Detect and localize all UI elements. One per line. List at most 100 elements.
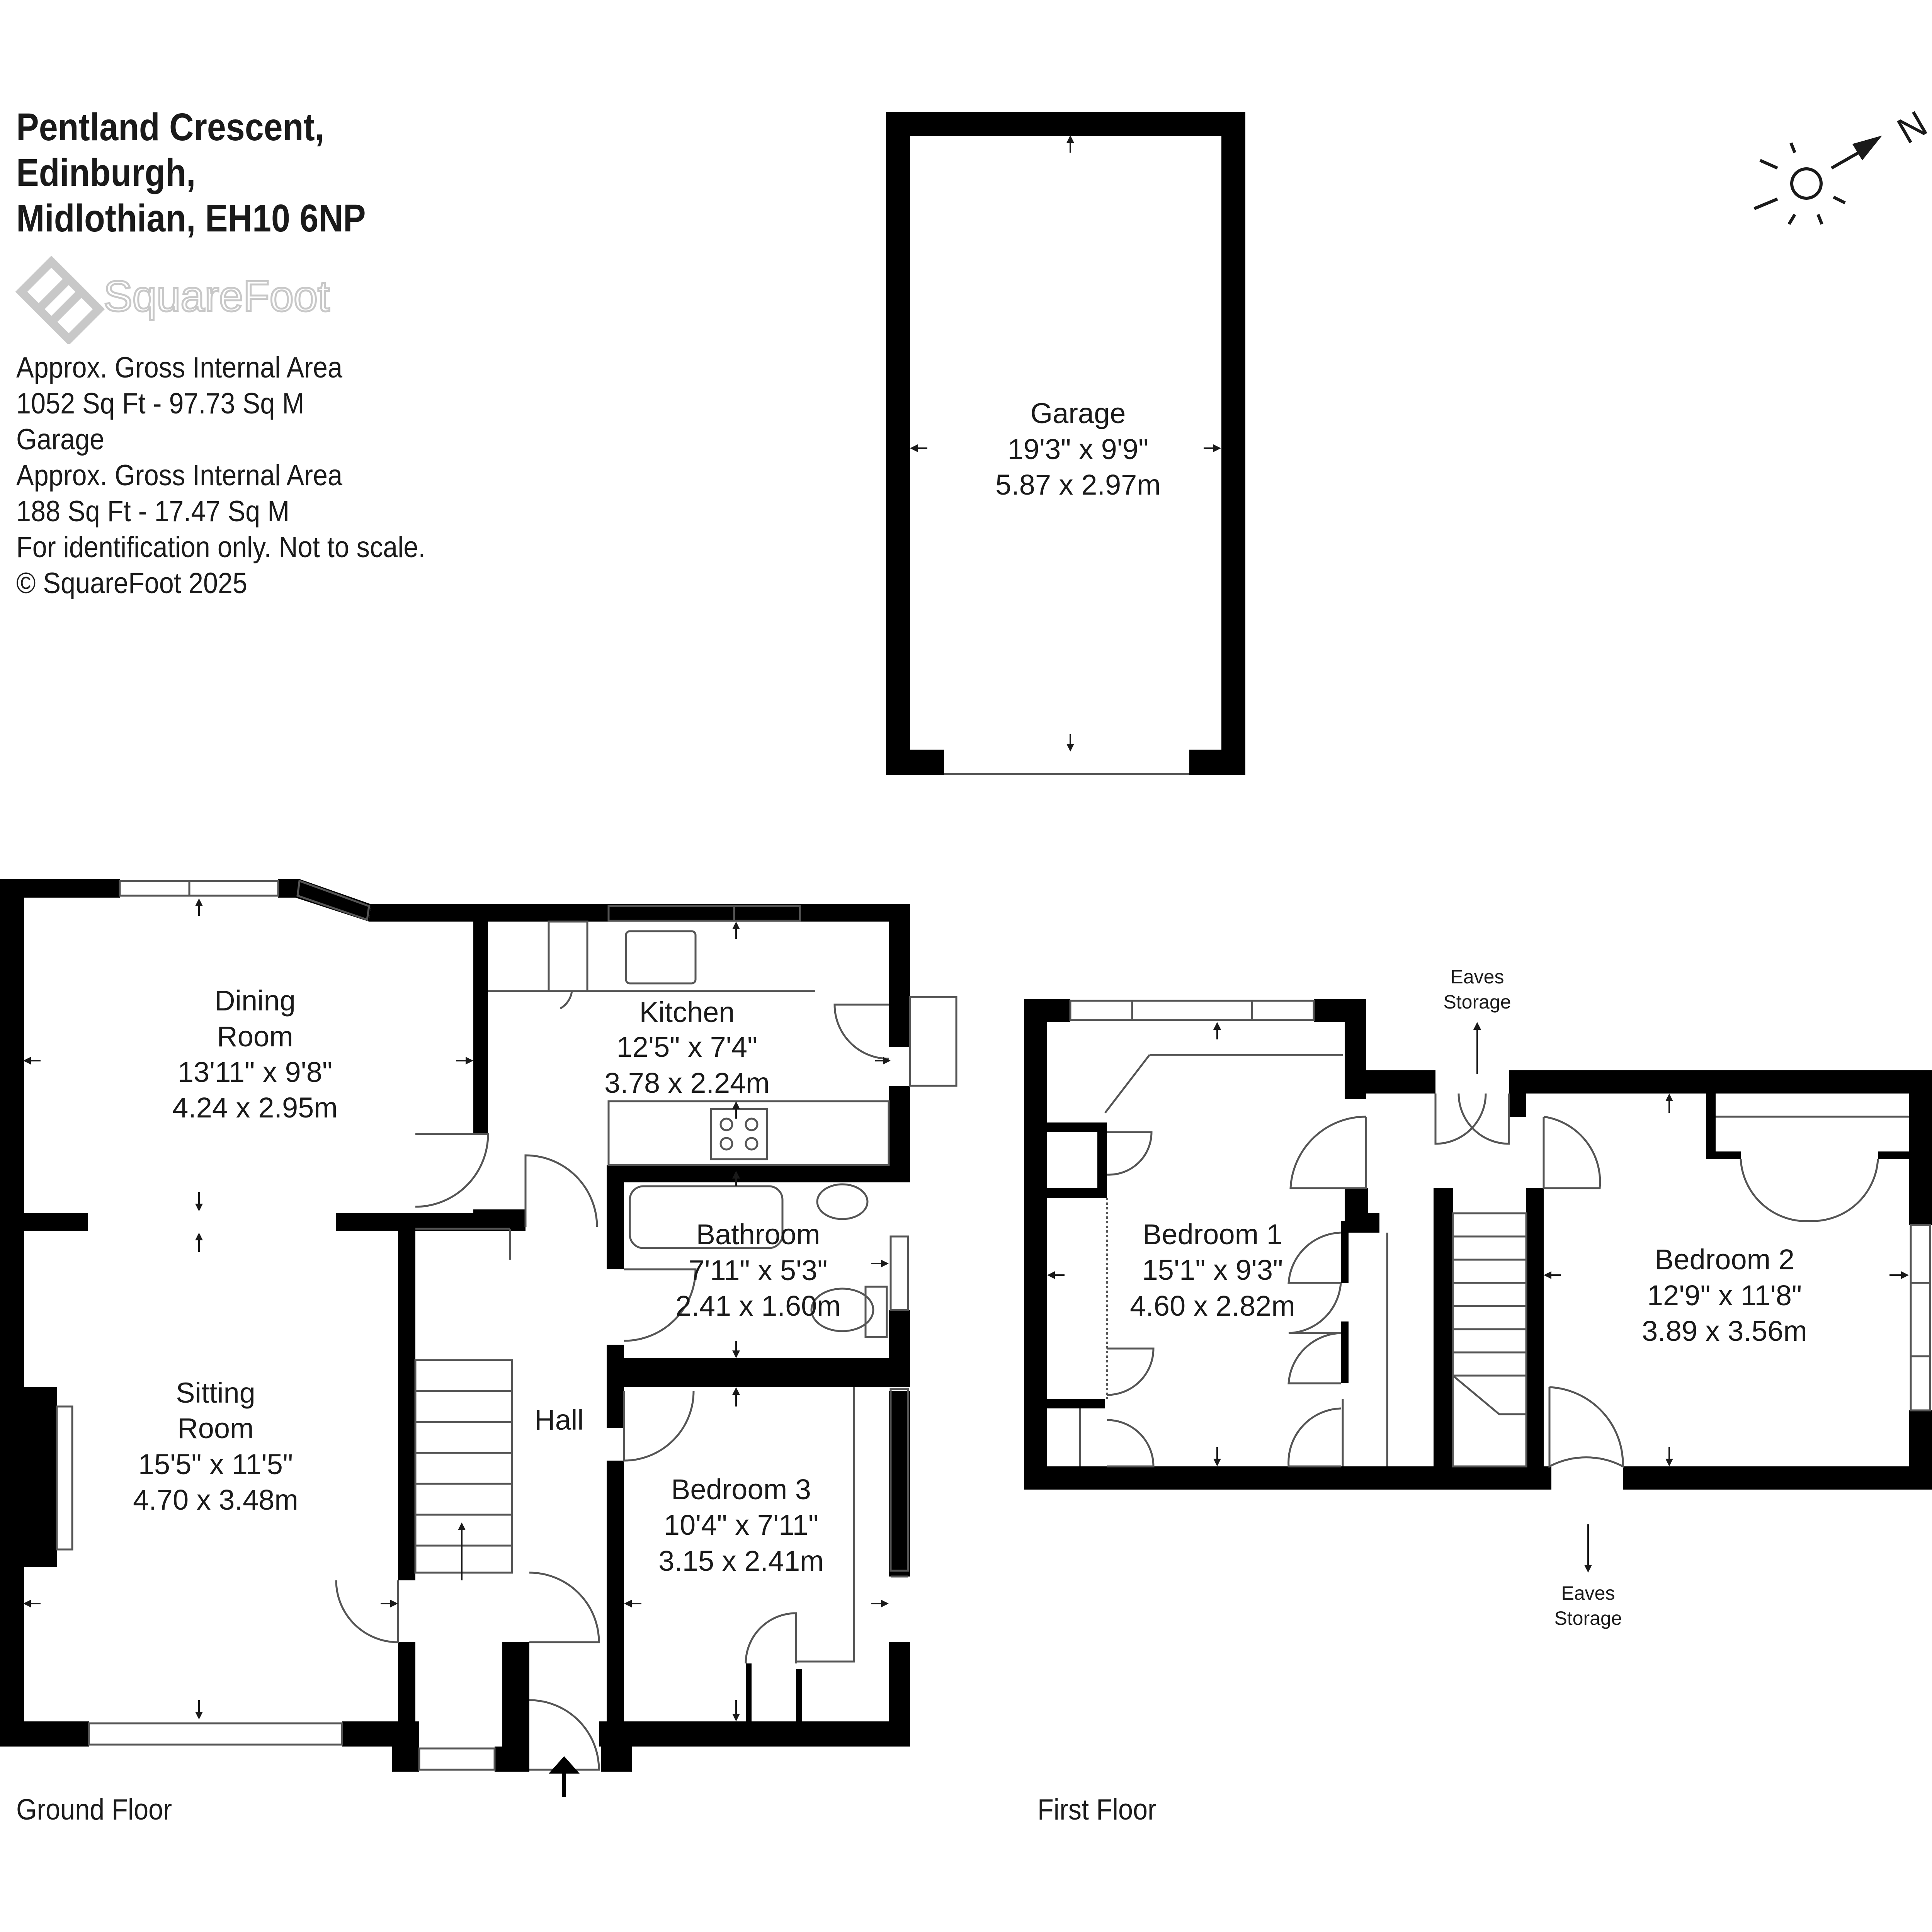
wall [1047,1399,1105,1408]
wall [746,1663,752,1721]
wall [1024,999,1047,1490]
wall [24,1213,88,1231]
address-line-1: Pentland Crescent, [16,105,325,149]
info-line: Garage [16,423,105,456]
compass-north-label: N [1891,103,1932,152]
wall [1341,1221,1349,1283]
hall-name: Hall [534,1404,583,1436]
wall [1526,1188,1544,1466]
wall [607,1358,910,1387]
bedroom1-name: Bedroom 1 [1143,1218,1282,1250]
bedroom1-metric: 4.60 x 2.82m [1130,1290,1295,1322]
bedroom3-name: Bedroom 3 [671,1473,811,1505]
entrance-arrow-icon [549,1756,580,1797]
wall [886,750,944,775]
wall [1706,1151,1741,1159]
property-address: Pentland Crescent, Edinburgh, Midlothian… [16,104,366,241]
door [549,990,573,1010]
sitting-imperial: 15'5" x 11'5" [138,1448,293,1480]
wall [398,1642,415,1747]
door [623,1391,695,1462]
basin-icon [816,1183,869,1220]
wall [886,112,910,775]
wall [1047,1122,1105,1132]
garage-imperial: 19'3" x 9'9" [1008,433,1149,465]
wall [889,1086,910,1175]
wall [599,1721,910,1747]
wall [1706,1094,1716,1155]
first-floor-label: First Floor [1037,1793,1156,1826]
wall [607,1165,910,1182]
eaves-storage-bottom-2: Storage [1554,1607,1622,1629]
door [1289,1116,1367,1189]
window [1910,1224,1931,1412]
wall [1024,1466,1551,1490]
wall [0,1721,89,1747]
window [418,1747,496,1771]
wall [607,1461,624,1772]
door [745,1612,797,1664]
ground-floor: Dining Room 13'11" x 9'8" 4.24 x 2.95m K… [0,879,957,1797]
first-floor: Eaves Storage Eaves Storage Bedroom 1 15… [1024,966,1932,1629]
area-info: Approx. Gross Internal Area 1052 Sq Ft -… [16,350,425,601]
bedroom1-imperial: 15'1" x 9'3" [1142,1254,1283,1286]
wardrobe-doors [1740,1159,1879,1222]
fireplace [24,1387,57,1567]
bath-icon [629,1185,784,1249]
wardrobe-door [1288,1282,1342,1334]
garage-name: Garage [1031,397,1126,429]
door [529,1571,600,1643]
bathroom-metric: 2.41 x 1.60m [675,1290,841,1322]
sitting-metric: 4.70 x 3.48m [133,1484,298,1516]
window [296,879,370,921]
wall [1189,750,1245,775]
wall [1345,1213,1379,1233]
wall [0,879,24,1745]
wardrobe-door [1287,1231,1341,1284]
wardrobe-door [1287,1407,1341,1468]
cistern [864,1286,888,1338]
door [1107,1347,1155,1396]
dining-name-1: Dining [214,985,296,1017]
wall [886,112,1245,136]
logo-mark-icon [15,255,105,344]
sitting-name-2: Room [177,1412,253,1444]
window [88,1722,343,1746]
kitchen-name: Kitchen [639,996,735,1028]
hearth [56,1405,73,1551]
wall [889,904,910,1047]
info-line: 188 Sq Ft - 17.47 Sq M [16,495,290,528]
wall [524,1642,529,1747]
bedroom2-metric: 3.89 x 3.56m [1642,1315,1807,1347]
wall [1221,112,1245,775]
wall [1509,1070,1932,1094]
wall [1047,1188,1105,1198]
door [415,1133,489,1208]
staircase [1452,1212,1527,1468]
info-line: 1052 Sq Ft - 97.73 Sq M [16,387,304,420]
window [607,905,801,922]
wall [607,1165,624,1269]
address-line-3: Midlothian, EH10 6NP [16,197,366,240]
door [1543,1116,1601,1189]
bedroom2-name: Bedroom 2 [1655,1243,1794,1276]
wardrobe-door [1287,1332,1341,1384]
window [889,1388,909,1572]
address-line-2: Edinburgh, [16,151,196,194]
window [119,880,279,897]
info-line: Approx. Gross Internal Area [16,351,343,384]
door [1458,1093,1510,1145]
wall [1878,1151,1913,1159]
window [889,1235,909,1311]
logo-text: SquareFoot [104,272,330,320]
door [624,1268,697,1342]
wall [1909,1070,1932,1225]
ground-floor-label: Ground Floor [16,1793,172,1826]
wall [473,922,488,1134]
wall [280,879,371,922]
wall [1097,1122,1107,1198]
window [909,996,957,1087]
eaves-storage-top-2: Storage [1443,991,1511,1013]
kitchen-imperial: 12'5" x 7'4" [617,1031,758,1063]
